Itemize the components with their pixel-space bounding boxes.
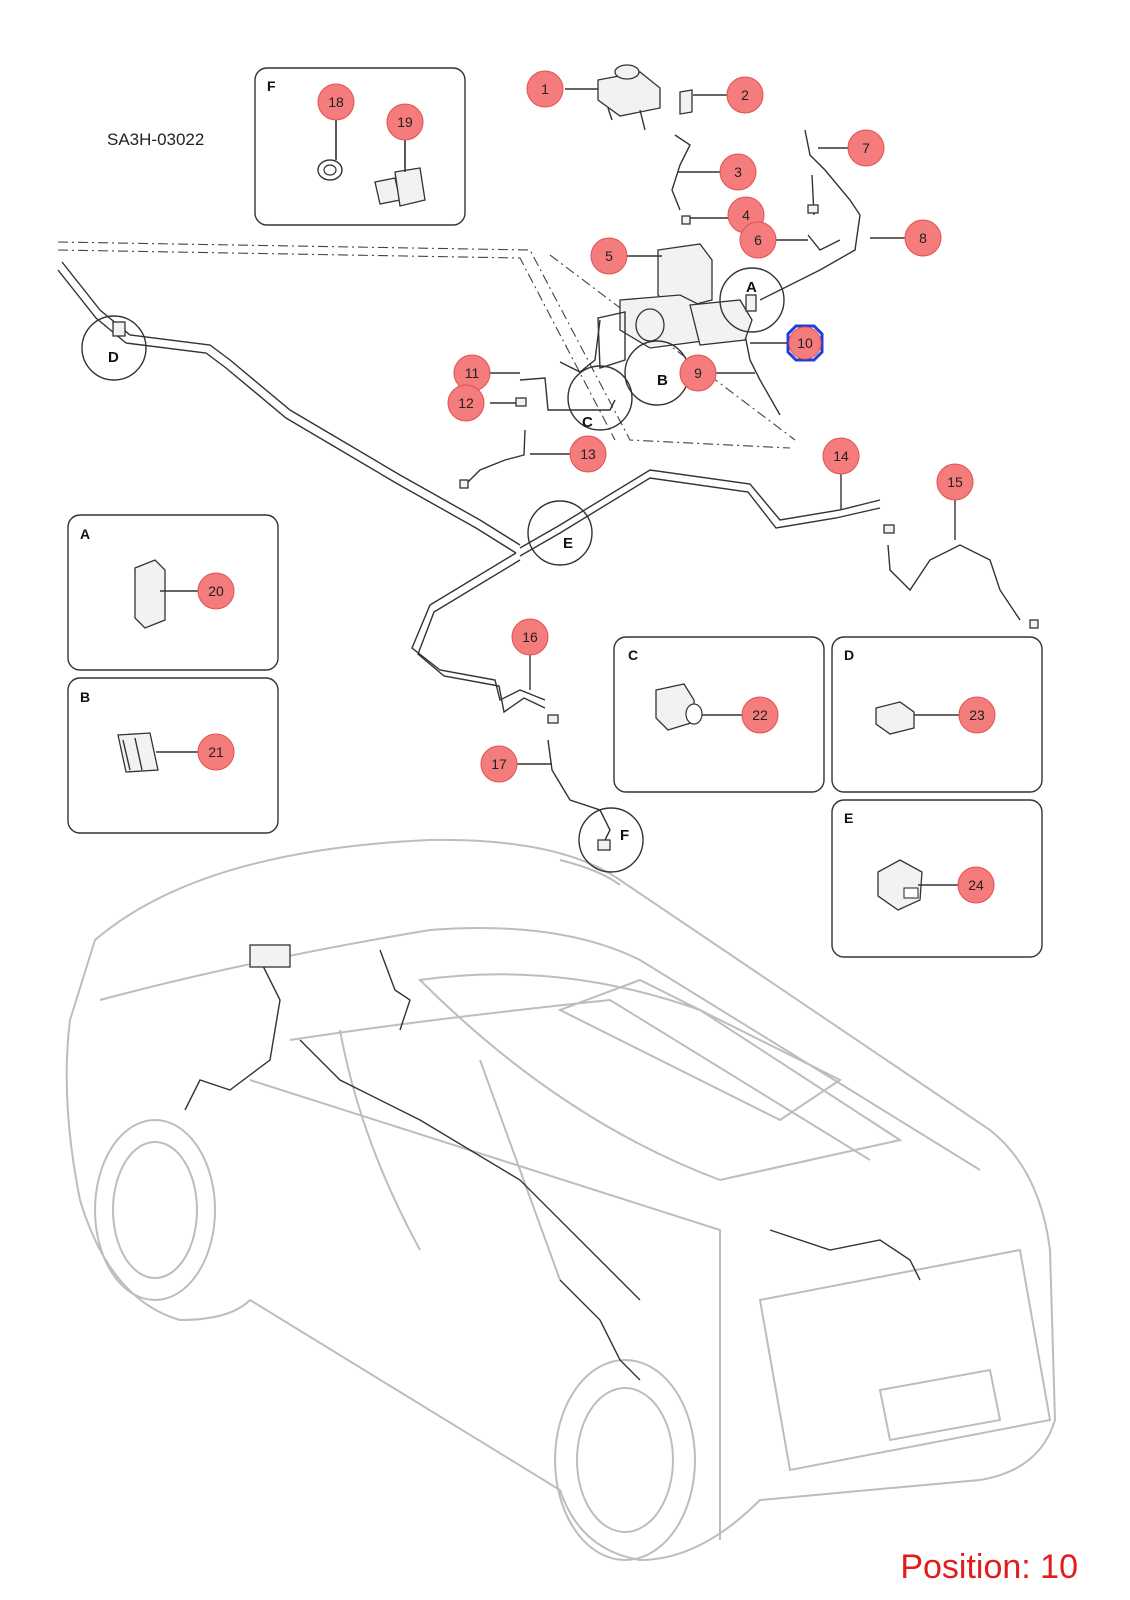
inset-e-letter: E (844, 810, 853, 826)
svg-text:23: 23 (969, 707, 985, 723)
seal-washer (317, 159, 343, 181)
detail-circle-f-letter: F (620, 827, 629, 844)
callout-2[interactable]: 2 (726, 76, 764, 114)
callout-3[interactable]: 3 (719, 153, 757, 191)
svg-text:6: 6 (754, 232, 762, 248)
clip-d-part (875, 701, 915, 735)
detail-circle-f (578, 807, 644, 873)
detail-circle-a-letter: A (746, 279, 757, 296)
callout-17[interactable]: 17 (480, 745, 518, 783)
inset-a: A (67, 514, 279, 671)
svg-text:4: 4 (742, 207, 750, 223)
svg-text:5: 5 (605, 248, 613, 264)
callout-20[interactable]: 20 (197, 572, 235, 610)
svg-text:14: 14 (833, 448, 849, 464)
detail-circle-a (719, 267, 785, 333)
svg-text:15: 15 (947, 474, 963, 490)
clip-a-part (134, 559, 166, 629)
clip-e-part (877, 859, 923, 911)
callout-18[interactable]: 18 (317, 83, 355, 121)
callout-10[interactable]: 10 (786, 324, 824, 362)
svg-text:22: 22 (752, 707, 768, 723)
callout-6[interactable]: 6 (739, 221, 777, 259)
reservoir (597, 64, 693, 131)
callout-12[interactable]: 12 (447, 384, 485, 422)
callout-23[interactable]: 23 (958, 696, 996, 734)
svg-text:3: 3 (734, 164, 742, 180)
vehicle-brake-lines (184, 944, 921, 1381)
detail-circle-c-letter: C (582, 414, 593, 431)
callout-1[interactable]: 1 (526, 70, 564, 108)
inset-b: B (67, 677, 279, 834)
inset-f: F (254, 67, 466, 226)
callout-13[interactable]: 13 (569, 435, 607, 473)
svg-text:19: 19 (397, 114, 413, 130)
callout-9[interactable]: 9 (679, 354, 717, 392)
inset-b-letter: B (80, 689, 90, 705)
detail-circle-b-letter: B (657, 372, 668, 389)
callout-19[interactable]: 19 (386, 103, 424, 141)
svg-text:16: 16 (522, 629, 538, 645)
inset-d-letter: D (844, 647, 854, 663)
detail-circle-d (81, 315, 147, 381)
svg-text:8: 8 (919, 230, 927, 246)
detail-circle-c (567, 365, 633, 431)
detail-circle-e-letter: E (563, 535, 573, 552)
callout-5[interactable]: 5 (590, 237, 628, 275)
svg-text:11: 11 (465, 365, 480, 381)
document-code: SA3H-03022 (107, 130, 205, 149)
svg-text:21: 21 (208, 744, 224, 760)
svg-text:17: 17 (491, 756, 507, 772)
callout-15[interactable]: 15 (936, 463, 974, 501)
fittings (112, 204, 1039, 851)
inset-c-letter: C (628, 647, 638, 663)
svg-text:13: 13 (580, 446, 596, 462)
svg-text:9: 9 (694, 365, 702, 381)
callout-14[interactable]: 14 (822, 437, 860, 475)
callout-8[interactable]: 8 (904, 219, 942, 257)
svg-text:24: 24 (968, 877, 984, 893)
position-label: Position: 10 (900, 1548, 1078, 1586)
svg-text:7: 7 (862, 140, 870, 156)
inset-d: D (831, 636, 1043, 793)
callout-7[interactable]: 7 (847, 129, 885, 167)
svg-text:10: 10 (797, 335, 813, 351)
svg-text:12: 12 (458, 395, 474, 411)
callout-24[interactable]: 24 (957, 866, 995, 904)
dashed-frame (57, 241, 796, 449)
brake-pipes (57, 129, 1021, 851)
abs-module (597, 243, 753, 369)
vehicle-outline (65, 838, 1057, 1562)
svg-text:18: 18 (328, 94, 344, 110)
detail-circles: A B C D E F (81, 267, 785, 873)
inset-e: E (831, 799, 1043, 958)
leader-lines (335, 88, 956, 765)
svg-text:2: 2 (741, 87, 749, 103)
svg-text:1: 1 (541, 81, 549, 97)
inset-f-letter: F (267, 78, 276, 94)
callout-21[interactable]: 21 (197, 733, 235, 771)
callout-11[interactable]: 11 (453, 354, 491, 392)
inset-a-letter: A (80, 526, 90, 542)
callout-10-highlight (786, 324, 824, 362)
svg-text:20: 20 (208, 583, 224, 599)
detail-circle-d-letter: D (108, 349, 119, 366)
inset-c: C (613, 636, 825, 793)
detail-circle-e (527, 500, 593, 566)
callout-22[interactable]: 22 (741, 696, 779, 734)
callout-16[interactable]: 16 (511, 618, 549, 656)
callouts: 1 2 3 4 5 6 7 8 9 10 11 12 13 14 15 16 1… (197, 70, 996, 904)
